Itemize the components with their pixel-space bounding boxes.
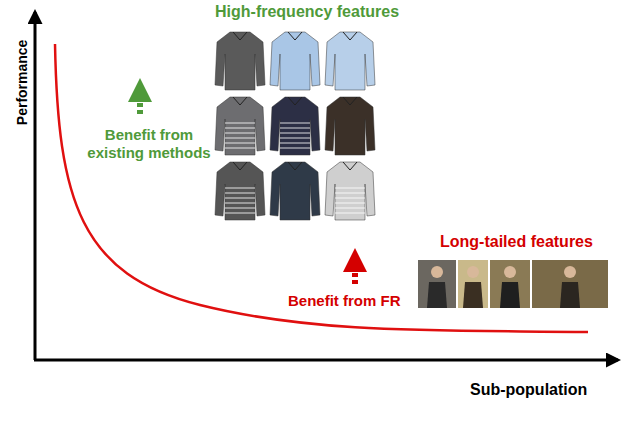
annotation-label: Benefit from existing methods <box>85 126 213 162</box>
shirt-image <box>325 162 375 220</box>
axis-label: Sub-population <box>470 380 620 399</box>
performance-curve <box>55 44 588 332</box>
shirt-image <box>325 97 375 155</box>
heading-label: High-frequency features <box>215 2 435 21</box>
shirt-image <box>270 97 320 155</box>
shirt-image <box>215 32 265 90</box>
x-axis <box>34 359 618 362</box>
photo-images <box>418 260 608 308</box>
benefit-arrow <box>352 260 358 284</box>
shirt-image <box>325 32 375 90</box>
annotation-label: Benefit from FR <box>288 292 416 310</box>
shirt-image <box>270 32 320 90</box>
photo-image <box>418 260 456 308</box>
shirt-image <box>270 162 320 220</box>
y-axis <box>34 12 37 360</box>
heading-label: Long-tailed features <box>440 232 635 251</box>
shirt-images <box>215 32 375 220</box>
benefit-arrow <box>137 90 143 114</box>
photo-image <box>458 260 488 308</box>
photo-image <box>490 260 530 308</box>
shirt-image <box>215 97 265 155</box>
axis-label: Performance <box>14 32 31 132</box>
photo-image <box>532 260 608 308</box>
shirt-image <box>215 162 265 220</box>
